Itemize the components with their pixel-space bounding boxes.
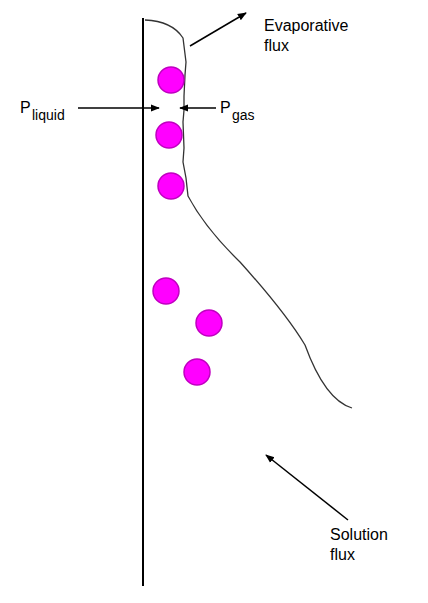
evaporative-arrow	[190, 13, 246, 46]
particle	[196, 310, 222, 336]
particle	[156, 122, 182, 148]
particle	[153, 278, 179, 304]
flux-label: Evaporative flux	[264, 16, 364, 56]
particle-group	[153, 67, 222, 385]
flux-label: Solution flux	[330, 525, 406, 565]
wall-line	[142, 18, 144, 586]
pressure-subscript: gas	[232, 105, 255, 125]
liquid-pressure-arrow	[78, 107, 159, 109]
gas-pressure-arrow	[180, 107, 216, 109]
solution-flux-arrow	[266, 455, 348, 520]
particle	[158, 173, 184, 199]
meniscus-curve	[145, 20, 352, 408]
particle	[184, 359, 210, 385]
particle	[158, 67, 184, 93]
pressure-subscript: liquid	[32, 105, 65, 125]
pressure-symbol: P	[220, 98, 231, 118]
pressure-symbol: P	[20, 98, 31, 118]
